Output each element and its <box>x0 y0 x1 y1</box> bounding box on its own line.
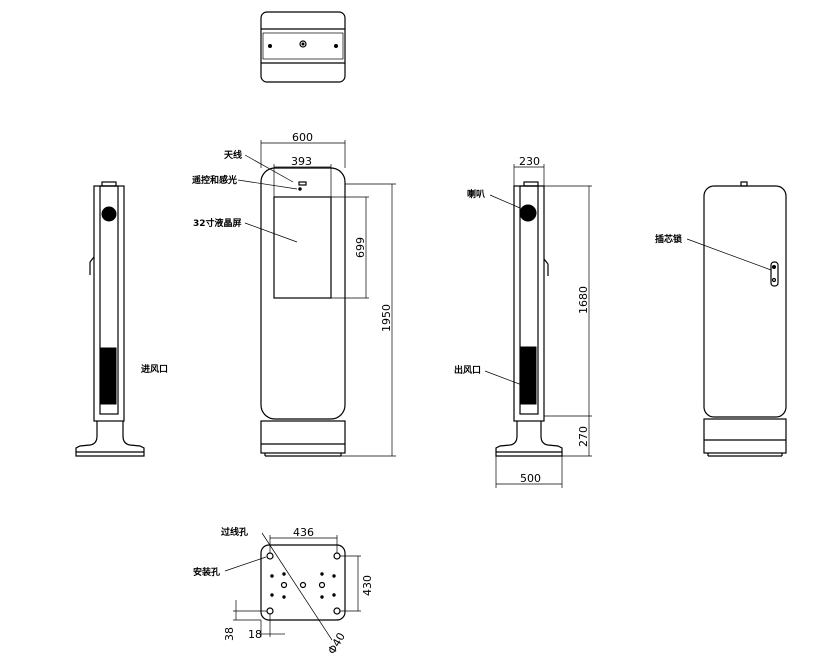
dim-base-depth: 500 <box>520 472 541 485</box>
right-side-view <box>484 164 592 488</box>
base-plate <box>224 532 361 641</box>
dim-body-height: 1680 <box>577 286 590 314</box>
label-speaker: 喇叭 <box>467 188 485 200</box>
label-air-outlet: 出风口 <box>454 364 481 376</box>
label-mount-hole: 安装孔 <box>193 566 220 578</box>
dim-hole-diameter: Φ40 <box>325 630 348 656</box>
dim-screen-height: 699 <box>354 237 367 258</box>
dim-base-height: 270 <box>577 426 590 447</box>
dim-screen-width: 393 <box>291 155 312 168</box>
dim-hole-offset-x: 18 <box>248 628 262 641</box>
label-remote-sensor: 遥控和感光 <box>192 174 237 186</box>
dim-body-depth: 230 <box>519 155 540 168</box>
dim-cabinet-width: 600 <box>292 131 313 144</box>
front-view <box>237 140 396 457</box>
label-air-inlet: 进风口 <box>141 363 168 375</box>
dim-total-height: 1950 <box>380 304 393 332</box>
label-antenna: 天线 <box>224 149 242 161</box>
label-lcd-screen: 32寸液晶屏 <box>193 217 242 229</box>
dim-plate-depth: 430 <box>361 575 374 596</box>
dim-plate-hole-spacing: 436 <box>293 526 314 539</box>
top-view <box>260 11 346 83</box>
dim-hole-offset-y: 38 <box>223 627 236 641</box>
label-filter-hole: 过线孔 <box>221 526 248 538</box>
left-side-view <box>75 181 145 457</box>
text-labels: 天线 遥控和感光 32寸液晶屏 进风口 喇叭 出风口 插芯锁 过线孔 安装孔 6… <box>141 131 682 657</box>
back-view <box>686 181 787 457</box>
label-door-lock: 插芯锁 <box>655 233 682 245</box>
